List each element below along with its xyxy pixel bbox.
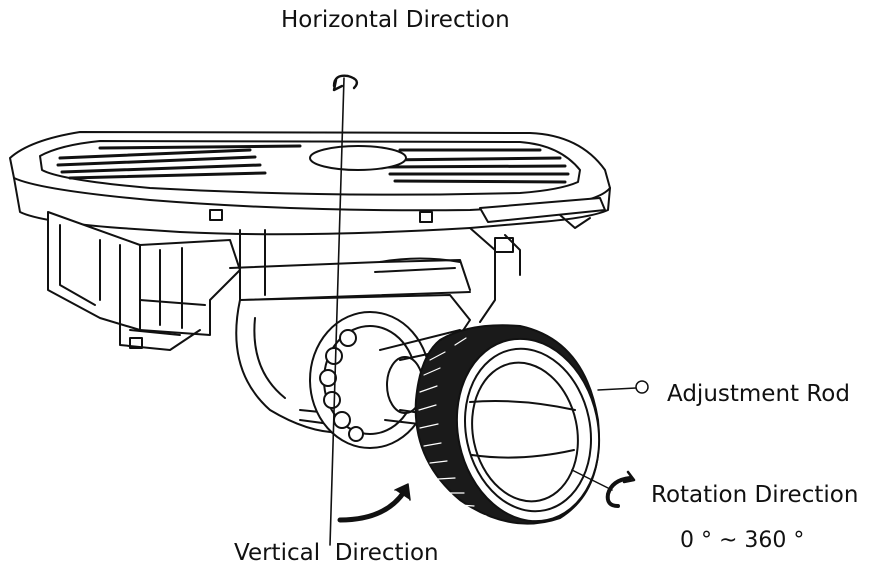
horizontal-direction-label: Horizontal Direction: [281, 7, 510, 33]
rotation-direction-pointer: [571, 469, 636, 508]
horizontal-rotation-arrow: [332, 74, 359, 92]
vertical-axis-line: [329, 77, 345, 546]
adjustment-rod-label: Adjustment Rod: [667, 381, 850, 407]
rotation-direction-label: Rotation Direction: [651, 482, 859, 508]
rotation-range-label: 0 ° ~ 360 °: [680, 528, 805, 553]
adjustment-rod-pointer: [597, 380, 649, 394]
adjustment-ring: [414, 324, 601, 525]
vertical-direction-label: Vertical Direction: [234, 540, 439, 566]
housing: [47, 211, 521, 351]
vertical-rotation-arrow: [337, 483, 411, 523]
mount-base: [9, 131, 611, 236]
